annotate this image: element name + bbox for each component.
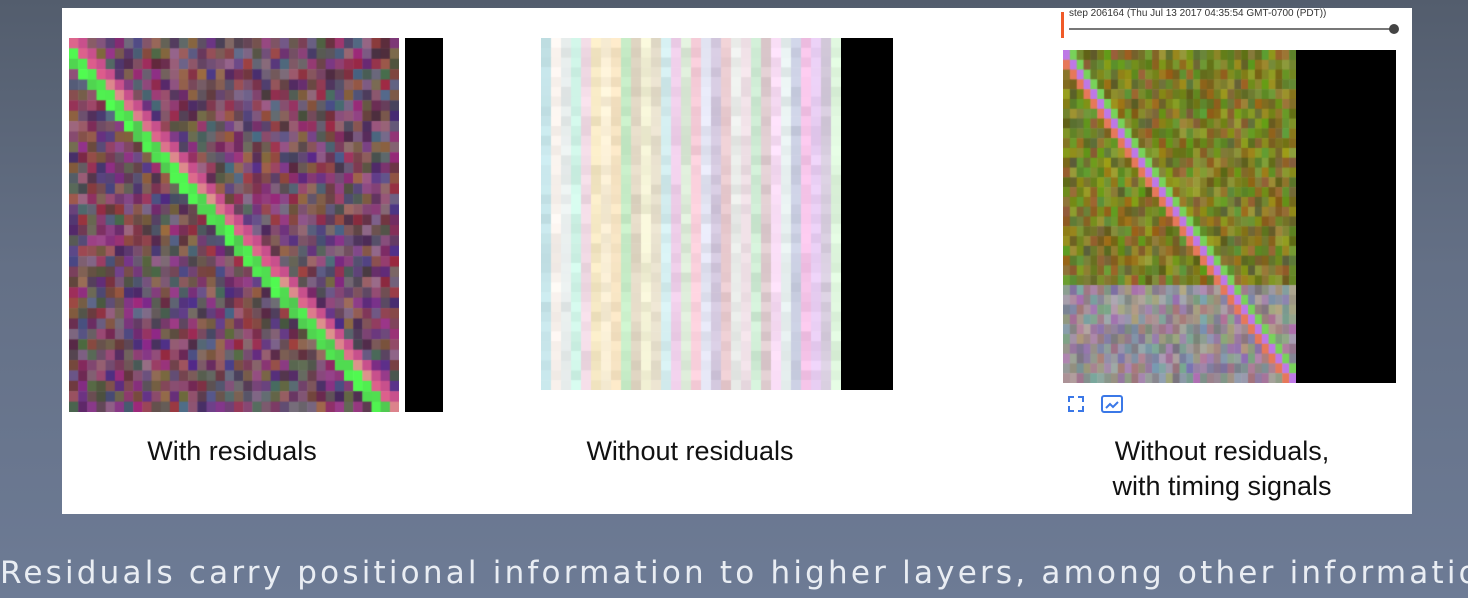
slide-caption: Residuals carry positional information t…	[0, 555, 1468, 591]
padding-strip	[405, 38, 443, 412]
attention-heatmap-without-residuals	[541, 38, 841, 390]
step-slider-track[interactable]	[1069, 28, 1395, 30]
step-header: step 206164 (Thu Jul 13 2017 04:35:54 GM…	[1061, 8, 1401, 40]
step-accent-bar	[1061, 12, 1064, 38]
attention-heatmap-timing-signals	[1063, 50, 1296, 383]
figure-panel: With residuals Without residuals step 20…	[62, 8, 1412, 514]
panel-label-with-residuals: With residuals	[147, 436, 317, 466]
fit-to-screen-icon[interactable]	[1066, 394, 1086, 414]
attention-heatmap-with-residuals	[69, 38, 399, 412]
expand-image-icon[interactable]	[1100, 394, 1124, 414]
panel-label-timing-signals-line1: Without residuals,	[1114, 436, 1330, 466]
padding-strip	[841, 38, 893, 390]
panel-label-without-residuals: Without residuals	[586, 436, 794, 466]
panel-label-timing-signals-line2: with timing signals	[1112, 471, 1332, 501]
step-label: step 206164 (Thu Jul 13 2017 04:35:54 GM…	[1069, 8, 1327, 19]
step-slider-knob[interactable]	[1389, 24, 1399, 34]
padding-strip	[1296, 50, 1396, 383]
